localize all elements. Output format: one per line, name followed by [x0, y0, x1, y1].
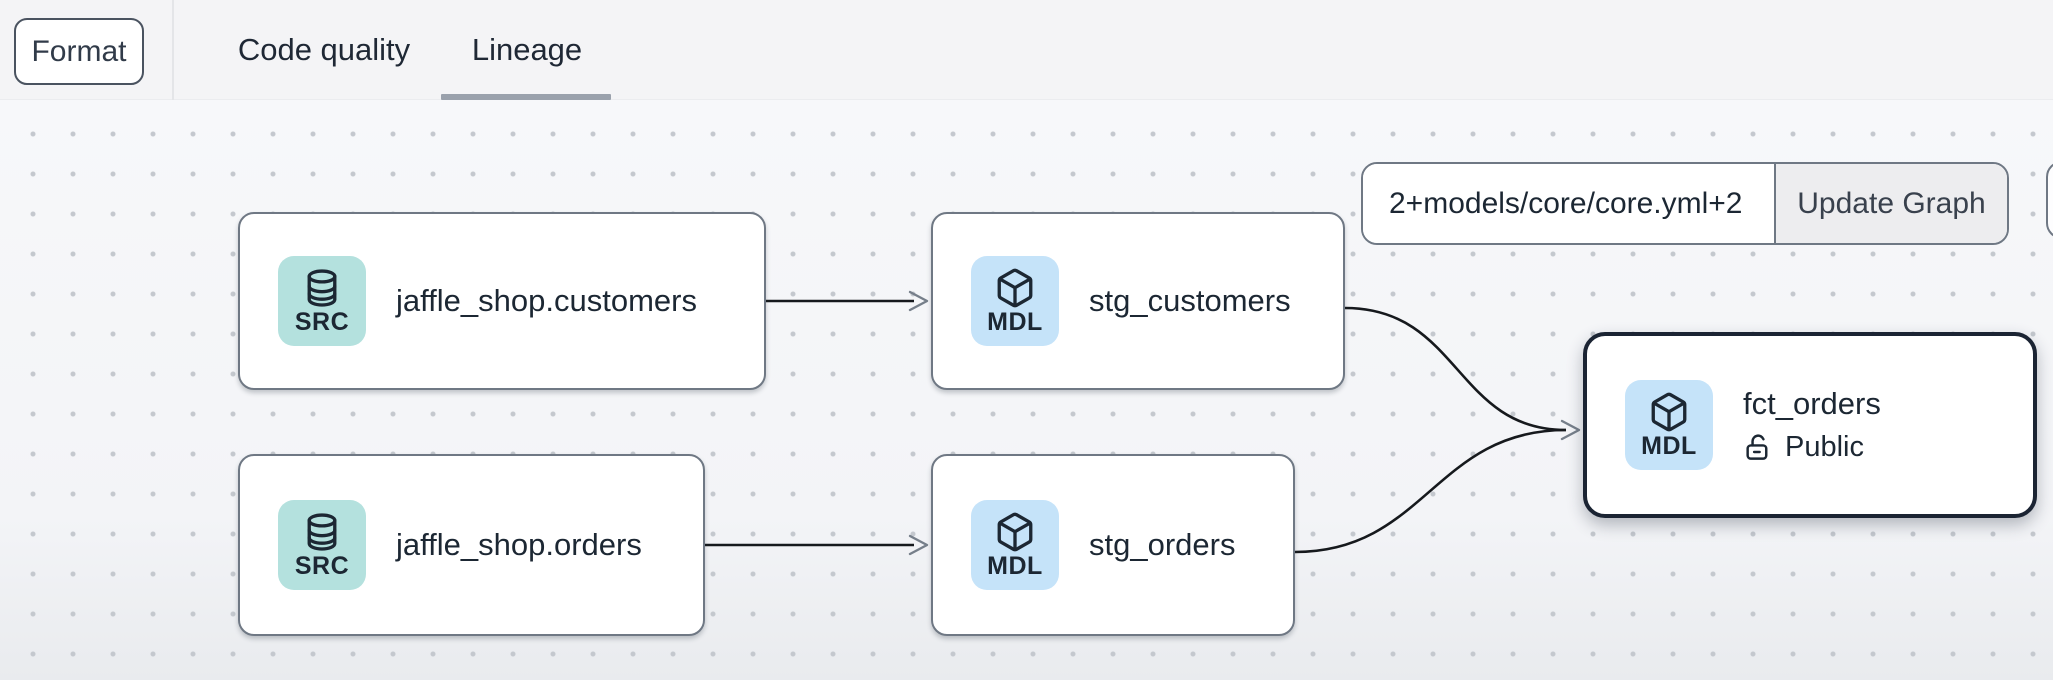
- access-badge: Public: [1743, 431, 1881, 464]
- toolbar-divider: [172, 0, 174, 100]
- resource-type-chip: MDL: [971, 256, 1059, 346]
- node-model-stg-customers[interactable]: MDL stg_customers: [931, 212, 1345, 390]
- arrowhead-icon: [908, 534, 929, 556]
- resource-type-chip: SRC: [278, 500, 366, 590]
- app-toolbar: Format Code quality Lineage: [0, 0, 2053, 100]
- edge-stg-orders-fct: [1294, 428, 1567, 554]
- node-model-stg-orders[interactable]: MDL stg_orders: [931, 454, 1295, 636]
- format-button[interactable]: Format: [14, 18, 144, 85]
- lock-open-icon: [1746, 434, 1768, 460]
- chip-label: MDL: [987, 552, 1043, 580]
- node-label: stg_customers: [1089, 283, 1291, 318]
- tab-code-quality[interactable]: Code quality: [237, 32, 411, 67]
- resource-type-chip: MDL: [1625, 380, 1713, 470]
- node-source-jaffle-shop-customers[interactable]: SRC jaffle_shop.customers: [238, 212, 766, 390]
- node-label: jaffle_shop.customers: [396, 283, 697, 318]
- resource-type-chip: MDL: [971, 500, 1059, 590]
- selector-input[interactable]: [1363, 164, 1774, 243]
- cube-icon: [997, 268, 1033, 308]
- arrowhead-icon: [1560, 419, 1581, 441]
- edge-stg-customers-fct: [1344, 306, 1567, 432]
- update-graph-button[interactable]: Update Graph: [1774, 164, 2007, 243]
- node-model-fct-orders[interactable]: MDL fct_orders Public: [1583, 332, 2037, 518]
- arrowhead-icon: [908, 290, 929, 312]
- partial-button[interactable]: [2046, 161, 2053, 239]
- chip-label: MDL: [1641, 432, 1697, 460]
- chip-label: MDL: [987, 308, 1043, 336]
- cube-icon: [997, 512, 1033, 552]
- node-source-jaffle-shop-orders[interactable]: SRC jaffle_shop.orders: [238, 454, 705, 636]
- selector-bar: Update Graph: [1361, 162, 2009, 245]
- active-tab-underline: [441, 94, 611, 100]
- node-label: jaffle_shop.orders: [396, 527, 642, 562]
- node-title: fct_orders: [1743, 386, 1881, 421]
- resource-type-chip: SRC: [278, 256, 366, 346]
- lineage-canvas[interactable]: SRC jaffle_shop.customers MDL stg_custom…: [0, 100, 2053, 680]
- tab-lineage[interactable]: Lineage: [471, 32, 583, 67]
- edges-layer: [705, 290, 1581, 556]
- chip-label: SRC: [294, 308, 350, 336]
- chip-label: SRC: [294, 552, 350, 580]
- access-label: Public: [1785, 431, 1864, 463]
- database-icon: [307, 269, 337, 307]
- database-icon: [307, 513, 337, 551]
- node-label: stg_orders: [1089, 527, 1236, 562]
- cube-icon: [1651, 392, 1687, 432]
